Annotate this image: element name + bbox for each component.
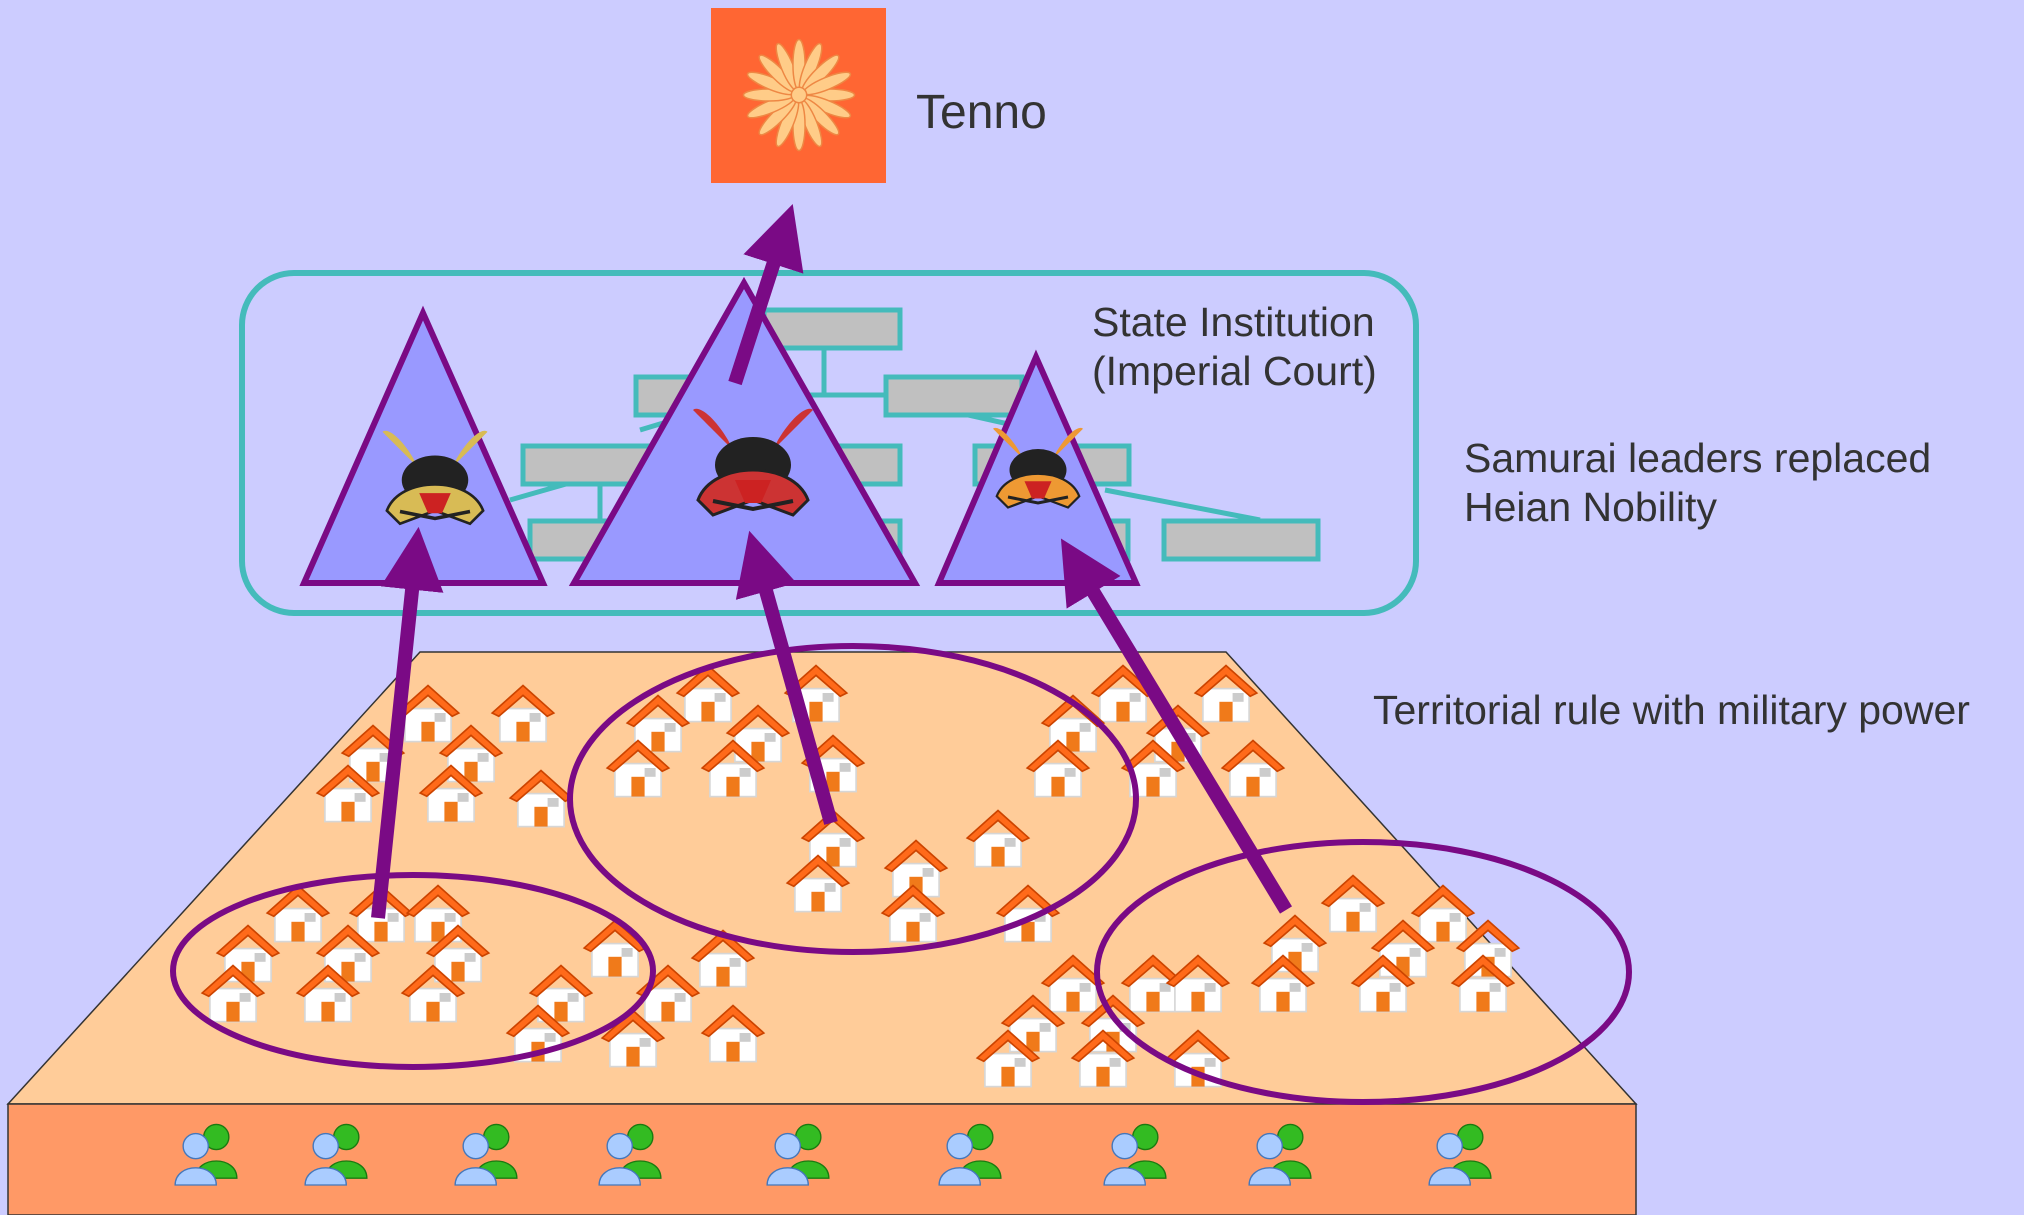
state-institution-label-line2: (Imperial Court)	[1092, 348, 1377, 395]
state-institution-label-line1: State Institution	[1092, 299, 1375, 345]
samurai-leaders-label: Samurai leaders replaced Heian Nobility	[1464, 434, 1931, 532]
imperial-chrysanthemum-icon	[742, 38, 856, 152]
arrow-to-tenno	[728, 204, 804, 386]
tenno-label: Tenno	[916, 86, 1047, 139]
arrow-right-to-leader	[1060, 538, 1292, 914]
samurai-leader-right	[934, 349, 1141, 586]
arrow-center-to-leader	[735, 530, 838, 825]
samurai-leaders-label-line2: Heian Nobility	[1464, 484, 1717, 531]
tenno-emblem	[711, 8, 886, 183]
samurai-leader-left	[299, 305, 548, 586]
territory-ellipse-right	[1094, 839, 1632, 1105]
arrow-left-to-leader	[371, 526, 444, 919]
territory-ellipse-center	[567, 643, 1139, 955]
samurai-leaders-label-line1: Samurai leaders replaced	[1464, 435, 1932, 481]
state-institution-label: State Institution (Imperial Court)	[1092, 298, 1377, 396]
territorial-rule-label: Territorial rule with military power	[1373, 687, 1970, 733]
territory-ellipse-left	[170, 872, 656, 1070]
